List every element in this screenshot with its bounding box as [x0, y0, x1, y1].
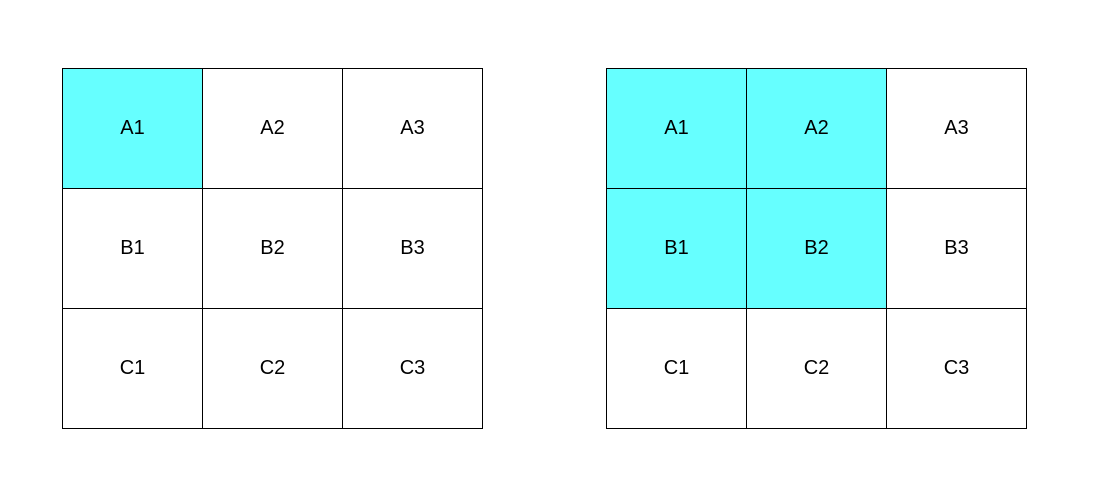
cell-b2[interactable]: B2	[203, 189, 343, 309]
cell-c2[interactable]: C2	[747, 309, 887, 429]
cell-a1[interactable]: A1	[63, 69, 203, 189]
cell-c1[interactable]: C1	[63, 309, 203, 429]
cell-b1[interactable]: B1	[607, 189, 747, 309]
cell-c3[interactable]: C3	[343, 309, 483, 429]
cell-c2[interactable]: C2	[203, 309, 343, 429]
cell-b2[interactable]: B2	[747, 189, 887, 309]
cell-c3[interactable]: C3	[887, 309, 1027, 429]
cell-a1[interactable]: A1	[607, 69, 747, 189]
grid-range-selection: A1 A2 A3 B1 B2 B3 C1 C2 C3	[606, 68, 1027, 429]
cell-c1[interactable]: C1	[607, 309, 747, 429]
cell-b3[interactable]: B3	[343, 189, 483, 309]
cell-a2[interactable]: A2	[747, 69, 887, 189]
cell-a2[interactable]: A2	[203, 69, 343, 189]
grid-single-selection: A1 A2 A3 B1 B2 B3 C1 C2 C3	[62, 68, 483, 429]
cell-a3[interactable]: A3	[887, 69, 1027, 189]
cell-b3[interactable]: B3	[887, 189, 1027, 309]
cell-b1[interactable]: B1	[63, 189, 203, 309]
cell-a3[interactable]: A3	[343, 69, 483, 189]
